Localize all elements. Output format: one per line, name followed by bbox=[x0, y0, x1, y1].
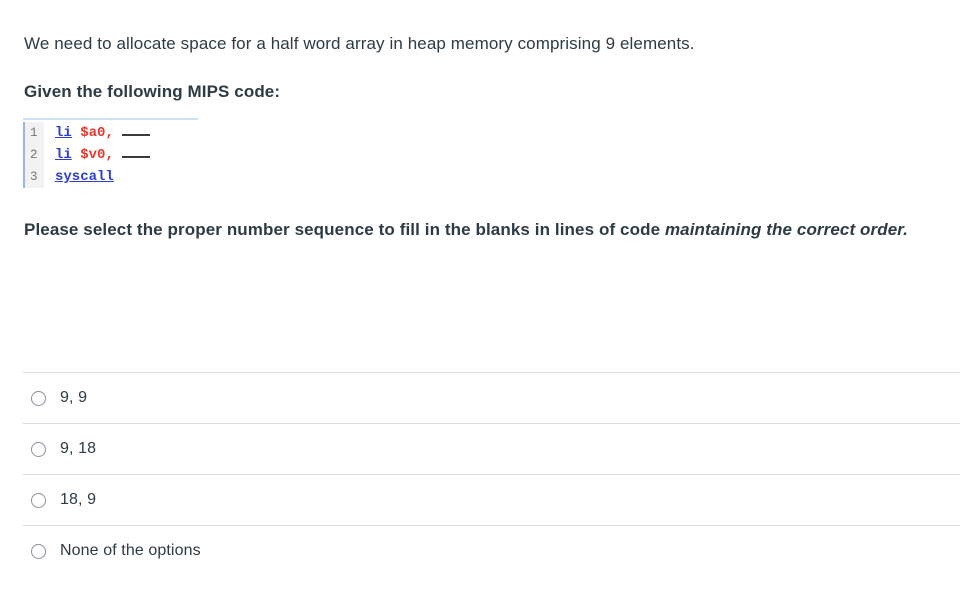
code-register: $v0 bbox=[80, 147, 106, 163]
code-punctuation: , bbox=[105, 147, 114, 163]
answer-option-4[interactable]: None of the options bbox=[23, 525, 960, 576]
radio-button-icon[interactable] bbox=[31, 543, 46, 559]
code-register: $a0 bbox=[80, 125, 106, 141]
code-blank-underscore bbox=[121, 134, 150, 136]
instruction-emphasis: maintaining the correct order. bbox=[664, 220, 908, 239]
code-line-content: syscall bbox=[44, 169, 114, 185]
line-number: 2 bbox=[23, 144, 44, 166]
code-line: 3 syscall bbox=[23, 166, 198, 188]
answer-options-list: 9, 9 9, 18 18, 9 None of the options bbox=[0, 372, 972, 576]
answer-option-label: 9, 9 bbox=[60, 389, 88, 406]
answer-option-1[interactable]: 9, 9 bbox=[23, 372, 960, 423]
instruction-plain: Please select the proper number sequence… bbox=[24, 220, 665, 239]
answer-option-3[interactable]: 18, 9 bbox=[23, 474, 960, 525]
code-keyword: li bbox=[55, 125, 72, 141]
code-blank-underscore bbox=[121, 156, 150, 158]
radio-button-icon[interactable] bbox=[31, 390, 46, 406]
question-intro-text: We need to allocate space for a half wor… bbox=[24, 34, 695, 53]
answer-option-label: None of the options bbox=[60, 542, 201, 559]
code-line-content: li $v0, bbox=[44, 147, 150, 163]
code-lines: 1 li $a0, 2 li $v0, 3 syscall bbox=[23, 122, 198, 188]
mips-code-block: 1 li $a0, 2 li $v0, 3 syscall bbox=[23, 118, 198, 188]
line-number: 3 bbox=[23, 166, 44, 188]
code-keyword: syscall bbox=[55, 169, 114, 185]
line-number: 1 bbox=[23, 122, 44, 144]
question-given-heading: Given the following MIPS code: bbox=[24, 82, 281, 101]
code-line-content: li $a0, bbox=[44, 125, 150, 141]
code-line: 2 li $v0, bbox=[23, 144, 198, 166]
radio-button-icon[interactable] bbox=[31, 492, 46, 508]
code-keyword: li bbox=[55, 147, 72, 163]
code-space bbox=[72, 125, 80, 141]
answer-option-label: 18, 9 bbox=[60, 491, 97, 508]
answer-option-label: 9, 18 bbox=[60, 440, 97, 457]
code-punctuation: , bbox=[105, 125, 114, 141]
question-instruction-text: Please select the proper number sequence… bbox=[24, 214, 964, 246]
radio-button-icon[interactable] bbox=[31, 441, 46, 457]
code-line: 1 li $a0, bbox=[23, 122, 198, 144]
code-space bbox=[72, 147, 80, 163]
answer-option-2[interactable]: 9, 18 bbox=[23, 423, 960, 474]
